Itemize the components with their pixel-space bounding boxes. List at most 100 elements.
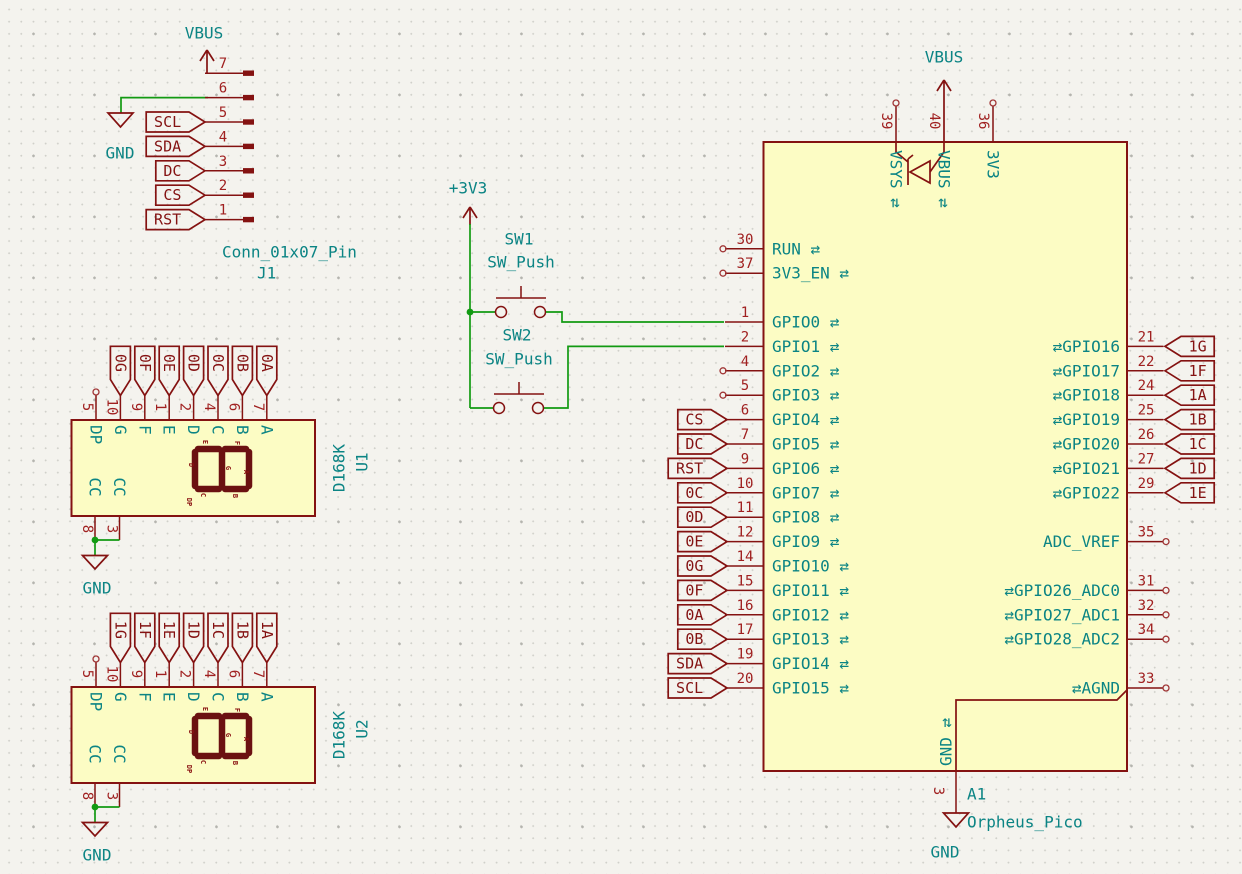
segment-letter[interactable]: E bbox=[201, 440, 209, 444]
segment-letter[interactable]: DP bbox=[185, 498, 193, 506]
global-label[interactable] bbox=[1163, 457, 1216, 480]
mcu-pin-name[interactable]: ⇄GPIO19 bbox=[1053, 410, 1120, 429]
j1-pin-pad[interactable] bbox=[243, 143, 254, 150]
no-connect-circle[interactable] bbox=[1162, 684, 1170, 692]
global-label[interactable] bbox=[676, 579, 729, 602]
global-label[interactable] bbox=[145, 111, 207, 133]
display-pin-name[interactable]: A bbox=[257, 692, 276, 702]
display-pin-name[interactable]: DP bbox=[87, 425, 106, 444]
mcu-pin-number[interactable]: 2 bbox=[741, 329, 749, 345]
mcu-pin-name[interactable]: ⇄GPIO16 bbox=[1053, 337, 1120, 356]
display-pin-number[interactable]: 7 bbox=[250, 403, 266, 411]
mcu-pin-name[interactable]: ADC_VREF bbox=[1043, 532, 1120, 551]
mcu-pin-number[interactable]: 17 bbox=[737, 622, 754, 638]
j1-pin-number[interactable]: 3 bbox=[219, 154, 227, 170]
global-label-text[interactable]: 0D bbox=[185, 354, 203, 372]
gnd-symbol-j1[interactable] bbox=[106, 112, 135, 129]
segment-letter[interactable]: G bbox=[224, 466, 232, 470]
display-pin-number[interactable]: 3 bbox=[104, 792, 120, 800]
mcu-pin-number[interactable]: 15 bbox=[737, 573, 754, 589]
global-label-text[interactable]: SCL bbox=[154, 113, 181, 131]
display-pin-name[interactable]: A bbox=[257, 425, 276, 435]
sw1-reference[interactable]: SW1 bbox=[505, 230, 534, 249]
mcu-pin-number[interactable]: 19 bbox=[737, 647, 754, 663]
segment-letter[interactable]: B bbox=[231, 494, 239, 498]
gnd-label-ic[interactable]: GND bbox=[931, 843, 960, 862]
global-label[interactable] bbox=[154, 159, 207, 182]
sw2-contact-right[interactable] bbox=[531, 401, 545, 415]
global-label-text[interactable]: SCL bbox=[676, 679, 703, 697]
global-label[interactable] bbox=[676, 555, 729, 577]
segment-letter[interactable]: D bbox=[187, 463, 195, 467]
mcu-pin-number[interactable]: 25 bbox=[1138, 403, 1155, 419]
global-label[interactable] bbox=[676, 506, 729, 529]
ic-reference[interactable]: A1 bbox=[967, 785, 986, 804]
mcu-pin-number[interactable]: 26 bbox=[1138, 427, 1155, 443]
mcu-pin-name[interactable]: 3V3 bbox=[984, 150, 1003, 179]
mcu-pin-name[interactable]: GPIO8 ⇄ bbox=[772, 508, 840, 527]
mcu-pin-name[interactable]: GPIO5 ⇄ bbox=[772, 435, 840, 454]
mcu-pin-number[interactable]: 30 bbox=[737, 232, 754, 248]
mcu-pin-name[interactable]: GPIO11 ⇄ bbox=[772, 581, 849, 600]
j1-pin-number[interactable]: 2 bbox=[219, 178, 227, 194]
display-pin-number[interactable]: 7 bbox=[250, 670, 266, 678]
display-pin-name[interactable]: F bbox=[135, 692, 154, 702]
global-label[interactable] bbox=[676, 481, 729, 504]
mcu-pin-name[interactable]: GPIO3 ⇄ bbox=[772, 386, 840, 405]
global-label[interactable] bbox=[109, 612, 132, 665]
global-label-text[interactable]: 0E bbox=[685, 533, 703, 551]
junction-dot[interactable] bbox=[91, 536, 99, 544]
global-label[interactable] bbox=[154, 184, 207, 207]
segment-letter[interactable]: B bbox=[231, 761, 239, 765]
global-label-text[interactable]: 0G bbox=[111, 354, 129, 372]
u2-value[interactable]: D168K bbox=[330, 711, 349, 760]
global-label[interactable] bbox=[676, 628, 729, 651]
display-pin-name[interactable]: G bbox=[111, 425, 130, 435]
global-label-text[interactable]: 1B bbox=[1189, 411, 1207, 429]
global-label-text[interactable]: 1A bbox=[258, 621, 276, 639]
global-label-text[interactable]: 0F bbox=[685, 581, 703, 599]
mcu-pin-number[interactable]: 4 bbox=[741, 354, 749, 370]
sw2-contact-left[interactable] bbox=[492, 401, 506, 415]
global-label-text[interactable]: 0B bbox=[685, 630, 703, 648]
segment-letter[interactable]: C bbox=[199, 760, 207, 764]
display-pin-number[interactable]: 4 bbox=[201, 403, 217, 411]
display-pin-name[interactable]: C bbox=[209, 692, 228, 702]
gnd-label-u1[interactable]: GND bbox=[83, 579, 112, 598]
mcu-pin-number[interactable]: 21 bbox=[1138, 329, 1155, 345]
mcu-pin-name[interactable]: VSYS ⇄ bbox=[887, 150, 906, 208]
mcu-pin-name[interactable]: ⇄GPIO27_ADC1 bbox=[1004, 605, 1120, 624]
mcu-pin-name[interactable]: GPIO0 ⇄ bbox=[772, 313, 840, 332]
display-pin-number[interactable]: 6 bbox=[225, 670, 241, 678]
display-pin-number[interactable]: 5 bbox=[79, 403, 95, 411]
mcu-pin-name[interactable]: GPIO4 ⇄ bbox=[772, 410, 840, 429]
u1-reference[interactable]: U1 bbox=[353, 452, 372, 471]
mcu-pin-number[interactable]: 20 bbox=[737, 671, 754, 687]
mcu-pin-number[interactable]: 27 bbox=[1138, 451, 1155, 467]
display-pin-name[interactable]: B bbox=[233, 692, 252, 702]
global-label[interactable] bbox=[255, 345, 278, 398]
j1-pin-pad[interactable] bbox=[243, 70, 254, 76]
u2-reference[interactable]: U2 bbox=[353, 719, 372, 738]
no-connect-circle[interactable] bbox=[1162, 635, 1170, 643]
mcu-pin-number[interactable]: 9 bbox=[741, 451, 749, 467]
junction-dot[interactable] bbox=[91, 803, 99, 811]
power-flag-vbus-arrow[interactable] bbox=[199, 49, 215, 73]
gnd-label-u2[interactable]: GND bbox=[83, 846, 112, 865]
mcu-pin-number[interactable]: 37 bbox=[737, 256, 754, 272]
mcu-pin-number[interactable]: 33 bbox=[1138, 671, 1155, 687]
wire-sw1-gpio0[interactable] bbox=[546, 311, 724, 323]
mcu-pin-name[interactable]: GPIO14 ⇄ bbox=[772, 654, 849, 673]
global-label[interactable] bbox=[676, 433, 729, 455]
mcu-pin-number[interactable]: 34 bbox=[1138, 622, 1155, 638]
segment-letter[interactable]: E bbox=[201, 707, 209, 711]
sw2-symbol[interactable] bbox=[494, 382, 544, 395]
gnd-symbol-ic[interactable] bbox=[941, 812, 971, 829]
global-label[interactable] bbox=[231, 612, 254, 665]
junction-dot[interactable] bbox=[466, 308, 474, 316]
gnd-symbol[interactable] bbox=[80, 821, 110, 838]
display-pin-number[interactable]: 9 bbox=[128, 403, 144, 411]
no-connect-circle[interactable] bbox=[92, 388, 100, 396]
